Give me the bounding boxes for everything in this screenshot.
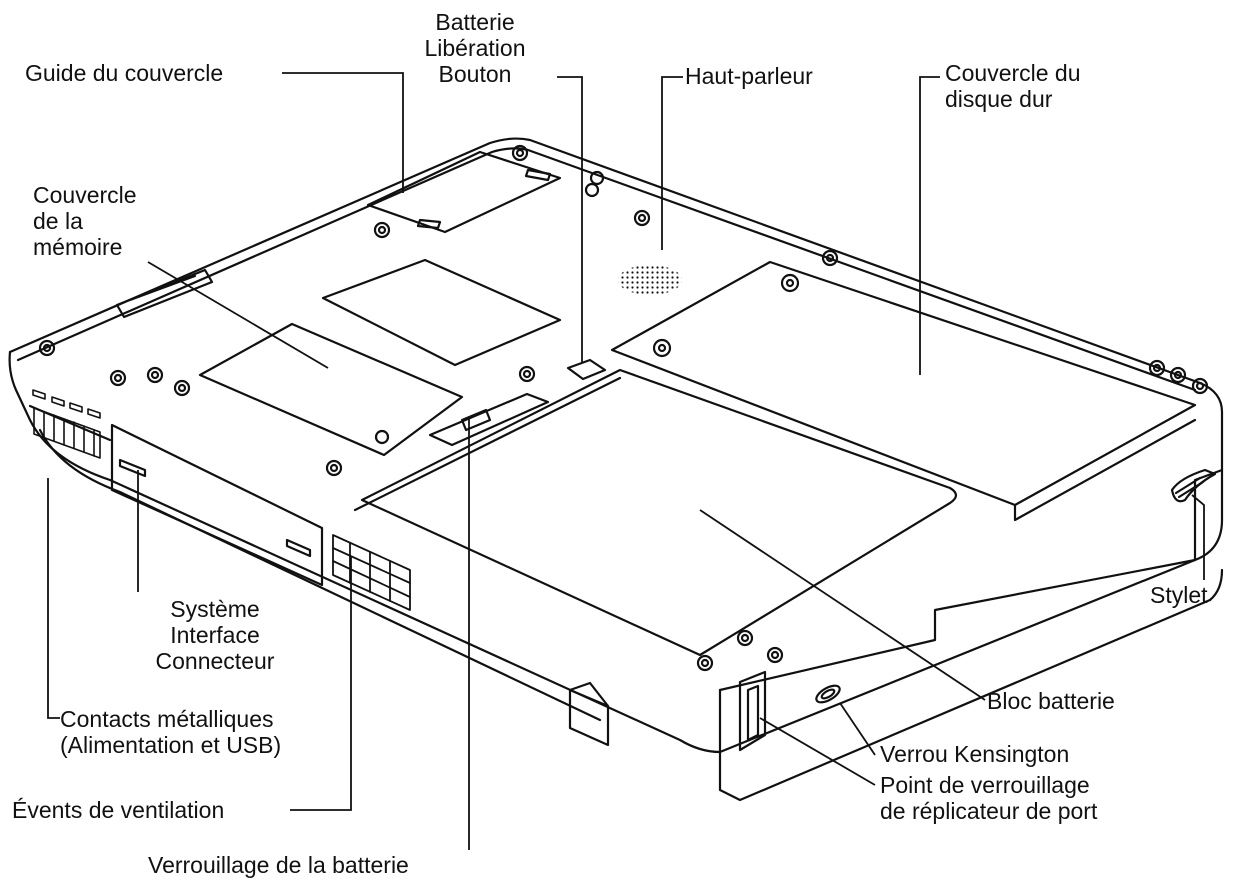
label-bloc-batterie: Bloc batterie bbox=[987, 688, 1115, 714]
ventilation-vents bbox=[332, 534, 411, 611]
label-couvercle-disque-dur: Couvercle du disque dur bbox=[945, 60, 1081, 112]
memory-panel-upper bbox=[321, 258, 562, 367]
label-couvercle-memoire: Couvercle de la mémoire bbox=[33, 182, 137, 260]
label-verrou-kensington: Verrou Kensington bbox=[880, 741, 1070, 767]
port-replicator-lock bbox=[738, 670, 767, 752]
label-contacts-metalliques: Contacts métalliques (Alimentation et US… bbox=[60, 706, 282, 758]
battery-release-button bbox=[566, 358, 607, 381]
hard-disk-cover bbox=[610, 260, 1197, 507]
memory-cover bbox=[198, 322, 464, 457]
kensington-lock bbox=[815, 684, 841, 704]
label-point-verrouillage: Point de verrouillage de réplicateur de … bbox=[880, 772, 1098, 824]
system-interface-connector bbox=[110, 423, 324, 587]
leader-lines bbox=[47, 72, 1205, 850]
label-guide-couvercle: Guide du couvercle bbox=[25, 60, 224, 86]
battery-latch bbox=[428, 392, 550, 447]
label-verrouillage-batterie: Verrouillage de la batterie bbox=[148, 852, 409, 878]
battery-pack bbox=[360, 368, 958, 657]
front-lower-edge bbox=[38, 428, 602, 722]
speaker-grille bbox=[618, 265, 682, 295]
label-haut-parleur: Haut-parleur bbox=[685, 63, 813, 89]
front-edge bbox=[8, 350, 722, 754]
front-left-indicators bbox=[32, 389, 101, 459]
label-batterie-liberation-bouton: Batterie Libération Bouton bbox=[424, 9, 526, 87]
label-stylet: Stylet bbox=[1150, 582, 1208, 608]
right-side-face bbox=[718, 558, 1197, 754]
screw-holes bbox=[38, 144, 1209, 672]
label-systeme-interface-connecteur: Système Interface Connecteur bbox=[155, 596, 275, 674]
label-events-ventilation: Évents de ventilation bbox=[12, 797, 225, 823]
